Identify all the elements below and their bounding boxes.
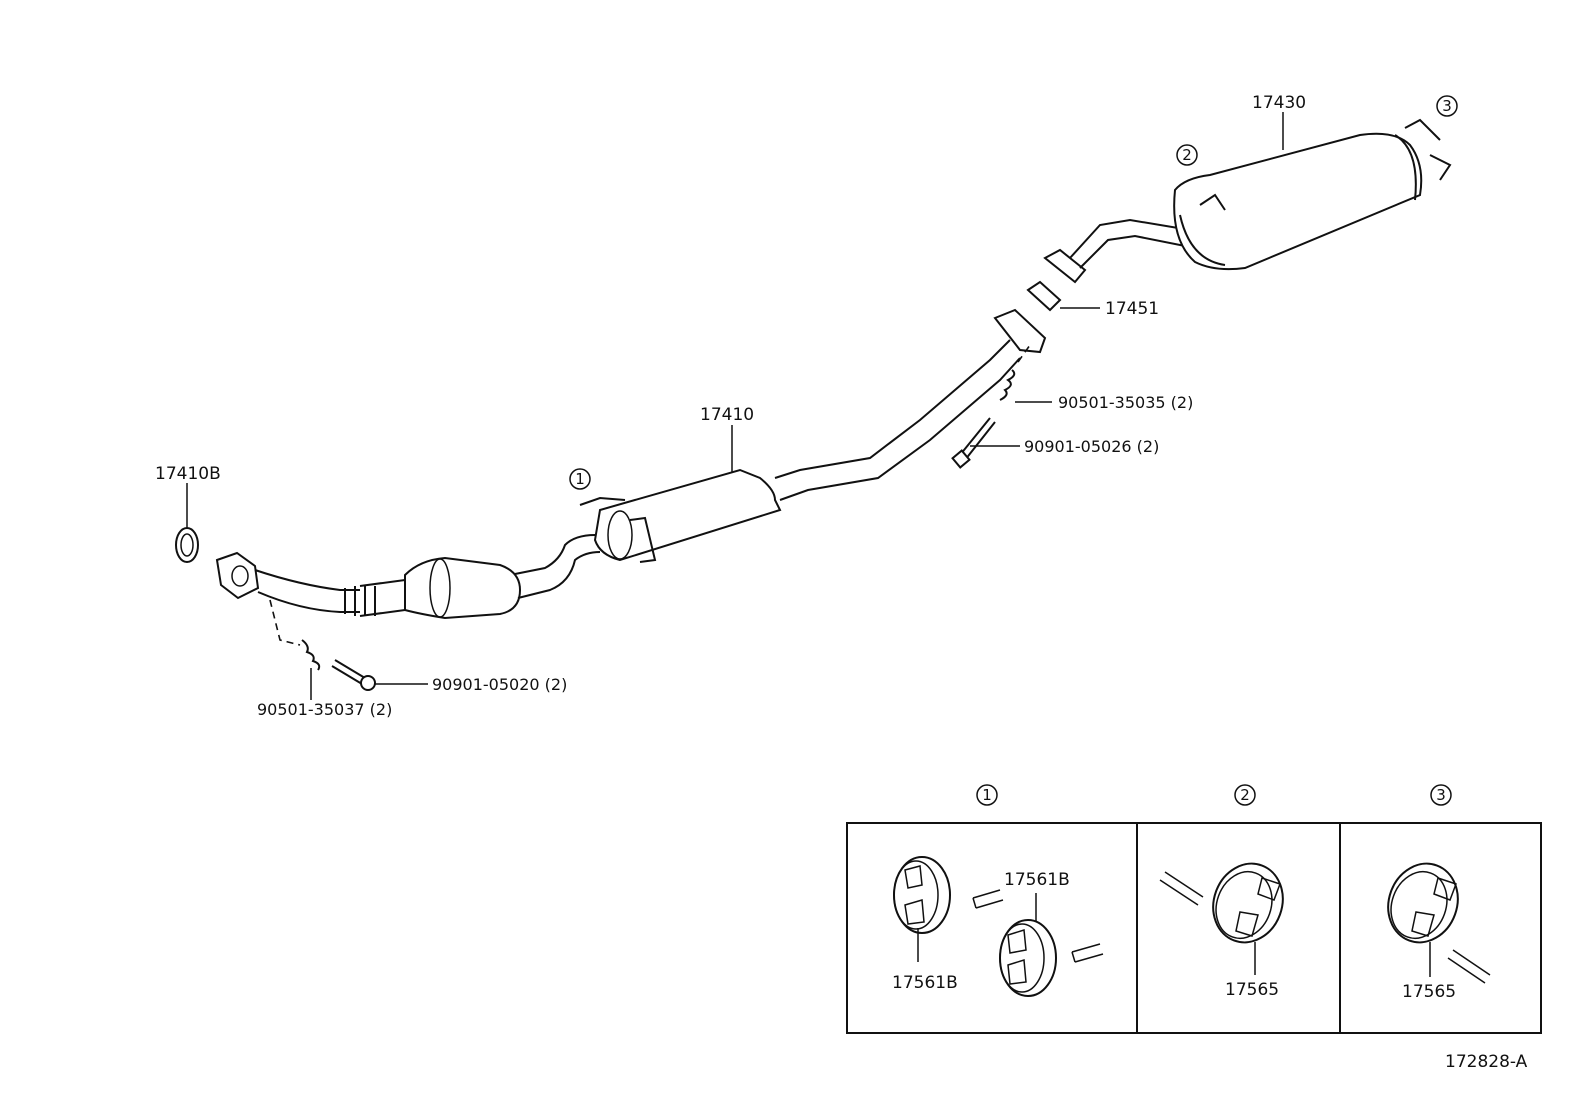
resonator-body bbox=[593, 468, 782, 562]
leader-lines bbox=[186, 112, 1284, 700]
gasket-17451 bbox=[1026, 280, 1062, 312]
label-17430: 17430 bbox=[1252, 93, 1306, 113]
svg-text:2: 2 bbox=[1240, 786, 1250, 804]
svg-text:2: 2 bbox=[1182, 146, 1192, 164]
rear-bolt-and-spring bbox=[951, 344, 1031, 469]
inset-callout-3: 3 bbox=[1430, 784, 1452, 806]
inset-label-17565-panel3: 17565 bbox=[1402, 982, 1456, 1002]
inset-callout-2: 2 bbox=[1234, 784, 1256, 806]
inlet-flange bbox=[215, 551, 260, 600]
label-90901-05026: 90901-05026 (2) bbox=[1024, 437, 1159, 456]
svg-text:1: 1 bbox=[982, 786, 992, 804]
hanger-17565-panel2 bbox=[1212, 862, 1284, 975]
label-17410B: 17410B bbox=[155, 464, 221, 484]
inset-callout-1: 1 bbox=[976, 784, 998, 806]
center-pipe-flange bbox=[993, 308, 1047, 354]
inset-label-17565-panel2: 17565 bbox=[1225, 980, 1279, 1000]
hanger-17561B-lower bbox=[999, 893, 1057, 997]
svg-text:3: 3 bbox=[1442, 97, 1452, 115]
label-17410: 17410 bbox=[700, 405, 754, 425]
gasket-ring bbox=[175, 527, 199, 563]
label-90501-35035: 90501-35035 (2) bbox=[1058, 393, 1193, 412]
hanger-17565-panel3 bbox=[1387, 862, 1459, 977]
svg-text:1: 1 bbox=[575, 470, 585, 488]
center-pipe bbox=[579, 308, 1047, 563]
hanger-detail-inset: 1 2 3 17561B 17561B bbox=[846, 784, 1542, 1034]
muffler-inlet-flange bbox=[1043, 248, 1087, 284]
front-exhaust-pipe bbox=[175, 527, 601, 620]
muffler-body bbox=[1173, 132, 1423, 271]
muffler-assembly bbox=[1043, 118, 1452, 284]
inset-label-17561B-left: 17561B bbox=[892, 973, 958, 993]
label-17451: 17451 bbox=[1105, 299, 1159, 319]
callout-1: 1 bbox=[569, 468, 591, 490]
catalytic-converter bbox=[404, 556, 522, 620]
inset-frame bbox=[846, 822, 1542, 1034]
figure-code: 172828-A bbox=[1445, 1052, 1528, 1072]
callout-2: 2 bbox=[1176, 144, 1198, 166]
inset-label-17561B-right: 17561B bbox=[1004, 870, 1070, 890]
label-90501-35037: 90501-35037 (2) bbox=[257, 700, 392, 719]
front-bolt-and-spring bbox=[269, 599, 376, 691]
callout-3: 3 bbox=[1436, 95, 1458, 117]
svg-text:3: 3 bbox=[1436, 786, 1446, 804]
hanger-17561B-upper bbox=[893, 856, 951, 962]
label-90901-05020: 90901-05020 (2) bbox=[432, 675, 567, 694]
